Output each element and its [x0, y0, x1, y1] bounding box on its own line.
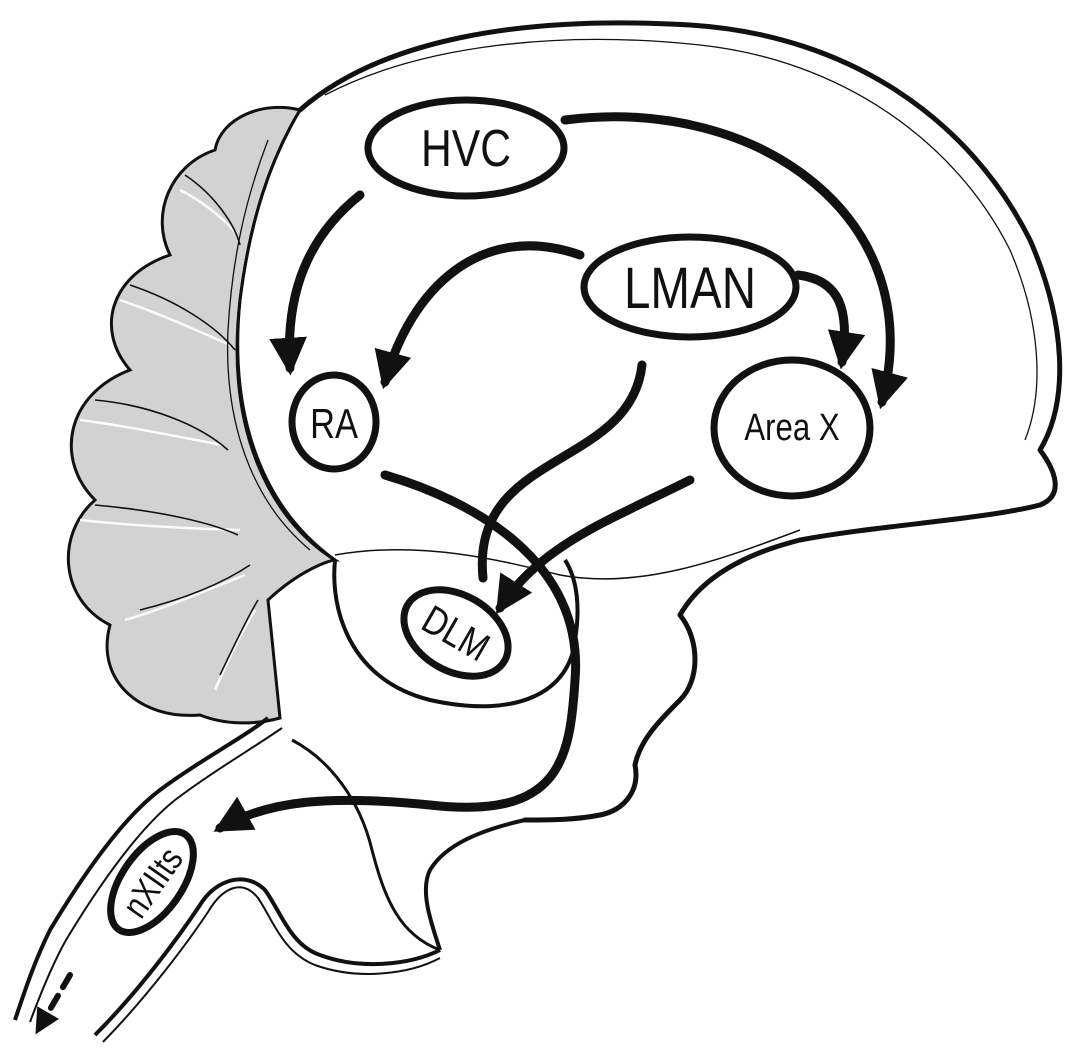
arrow-hvc-to-ra [289, 195, 360, 368]
ra-label: RA [310, 401, 358, 448]
output-arrow [38, 975, 70, 1030]
lman-label: LMAN [624, 257, 756, 322]
hvc-label: HVC [421, 120, 511, 178]
arrow-lman-to-ra [385, 246, 580, 382]
area-x-label: Area X [744, 407, 839, 449]
arrow-lman-to-area-x [798, 275, 845, 362]
arrow-area-x-to-dlm [500, 480, 690, 608]
